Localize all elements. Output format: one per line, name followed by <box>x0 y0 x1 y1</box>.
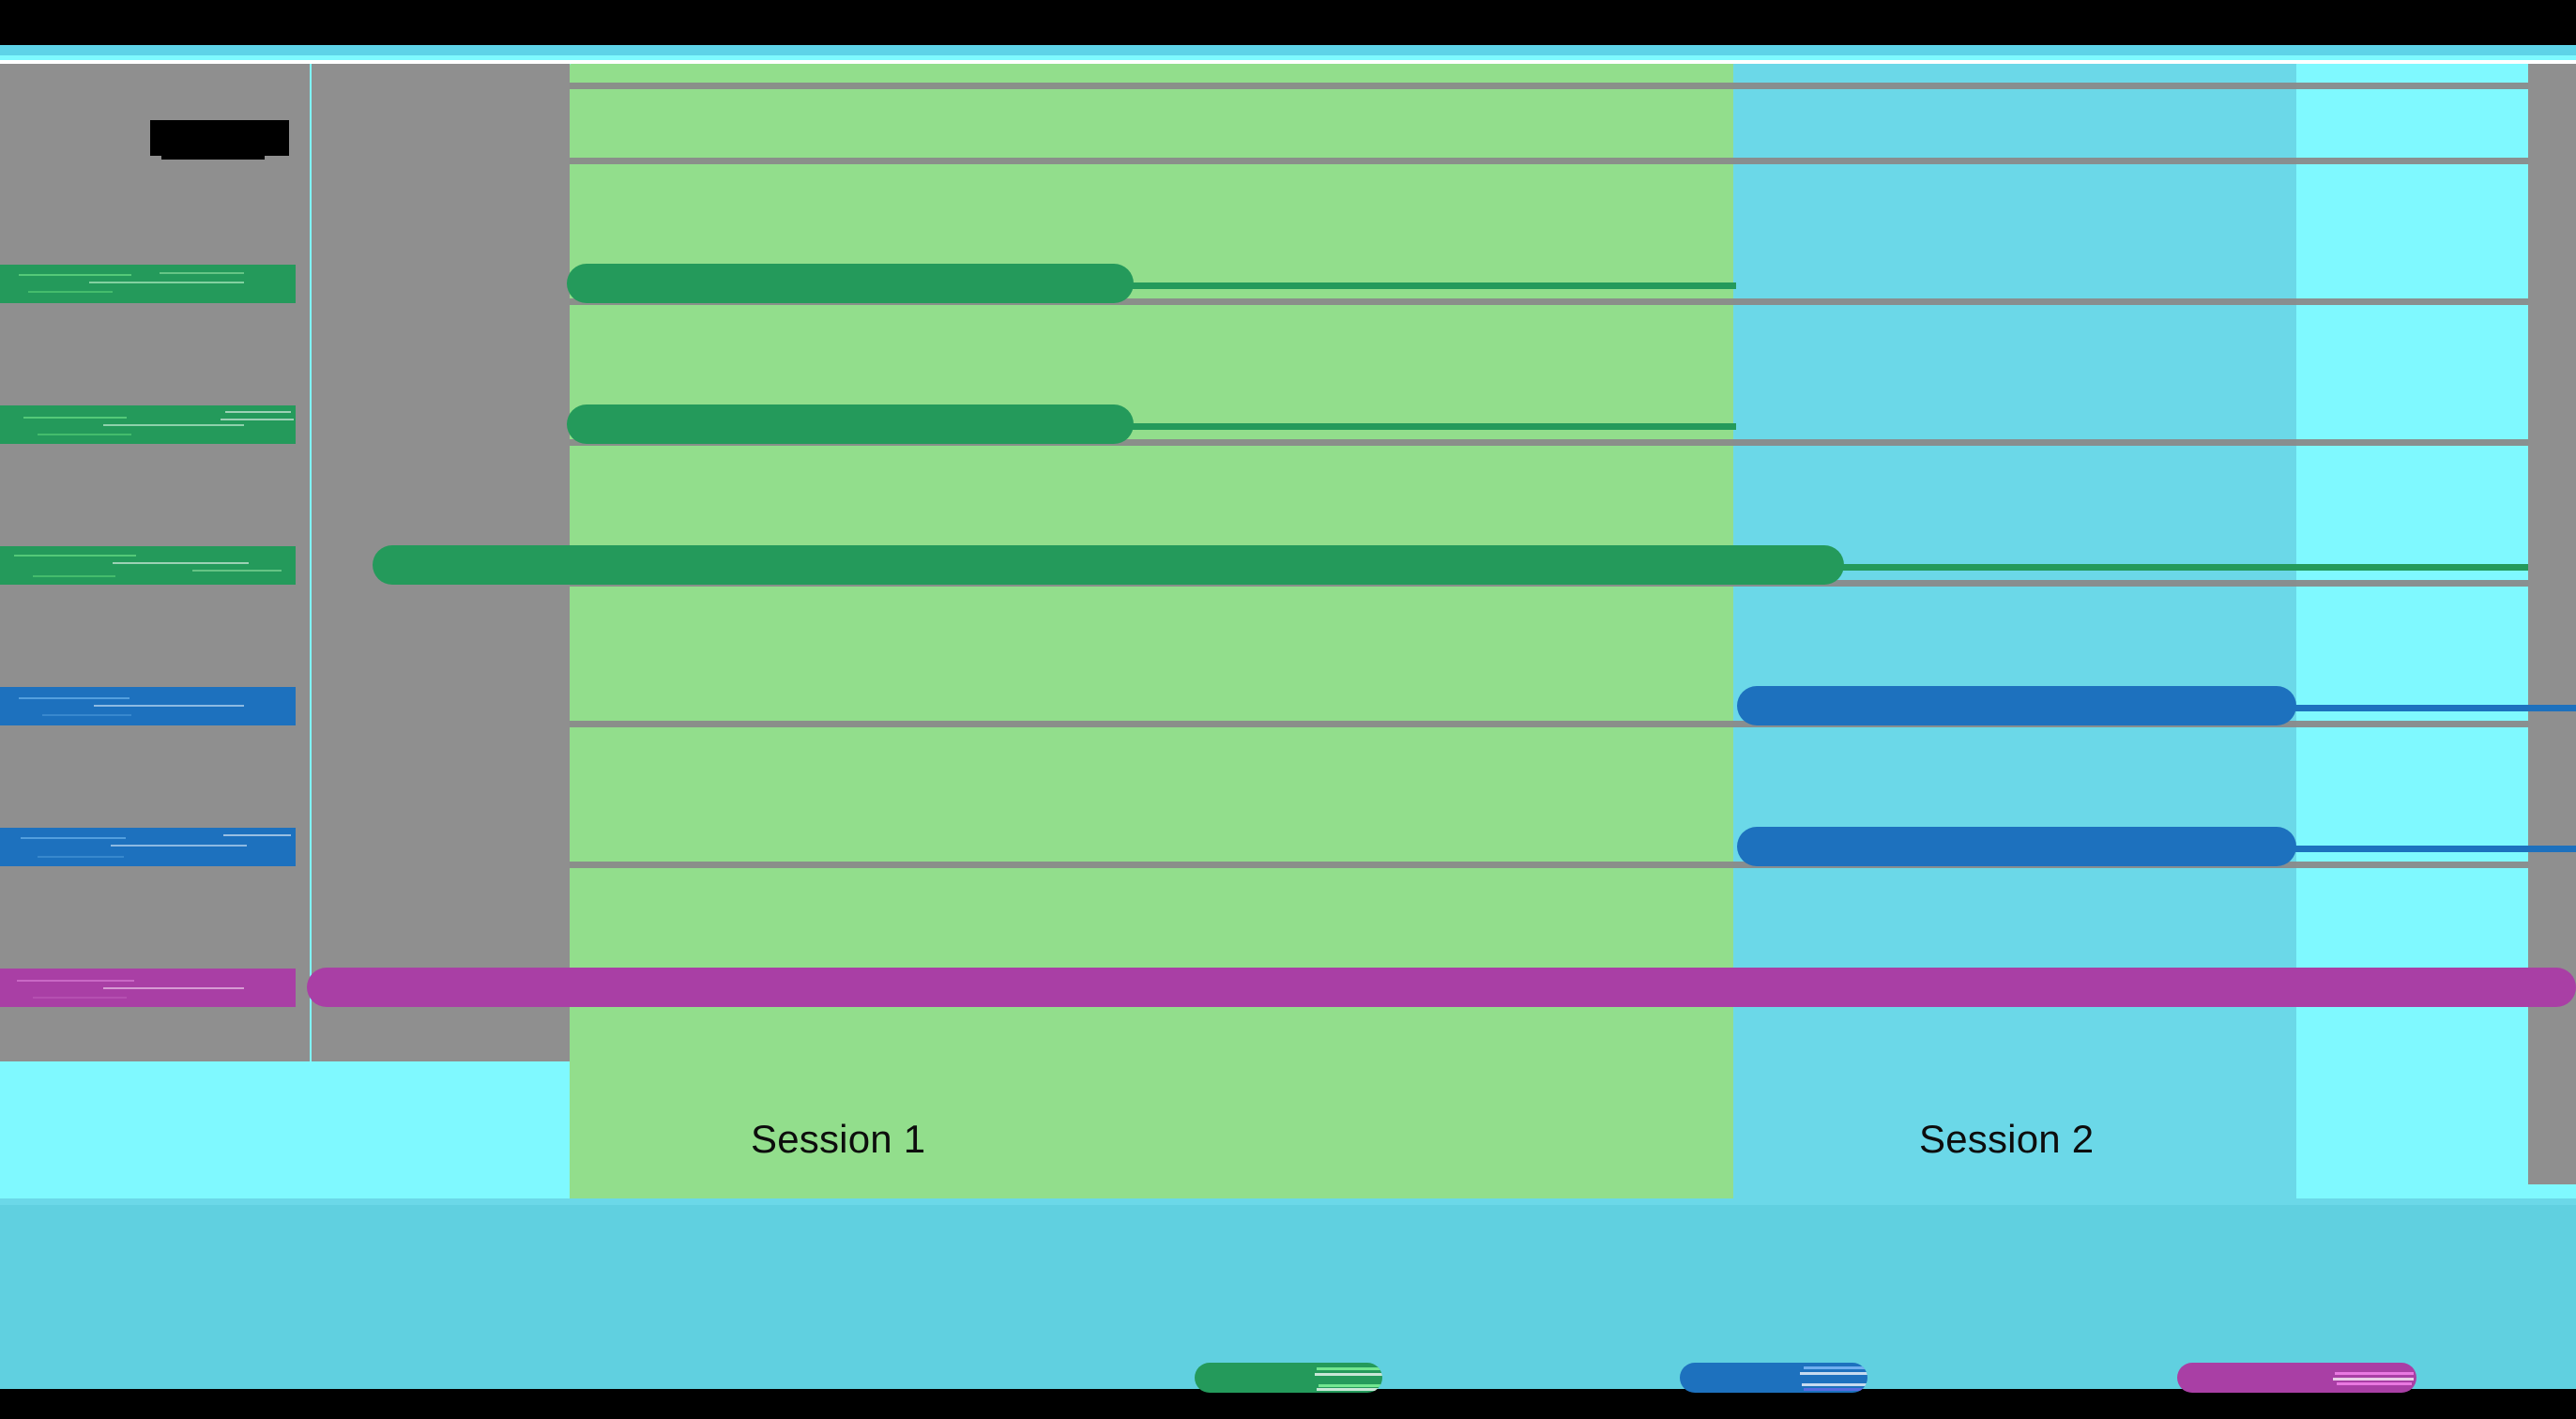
gantt-plot: Session 1 Session 2 <box>0 64 2576 1205</box>
y-tick-label-5-redacted <box>0 969 296 1007</box>
y-tick-label-1-redacted <box>0 405 296 444</box>
session-band-2-label: Session 2 <box>1919 1117 2095 1161</box>
gantt-bar-row-5[interactable] <box>307 968 2576 1007</box>
bar-tail-row-1 <box>1117 423 1736 430</box>
legend-item-2-redacted[interactable] <box>2177 1363 2416 1393</box>
legend-item-0-redacted[interactable] <box>1195 1363 1382 1393</box>
footer-band <box>0 1205 2576 1389</box>
bar-tail-row-3 <box>2280 705 2576 711</box>
chart-title-redacted <box>150 120 289 156</box>
bar-tail-row-4 <box>2280 846 2576 852</box>
session-band-1 <box>570 64 1733 1201</box>
top-accent-strip <box>0 45 2576 55</box>
right-margin-panel <box>2528 64 2576 1184</box>
footer-hairline <box>0 1198 2576 1205</box>
gridline-row-1 <box>570 298 2528 305</box>
legend-bar <box>0 1389 2576 1419</box>
gantt-bar-row-1[interactable] <box>567 404 1134 444</box>
gantt-bar-row-4[interactable] <box>1737 827 2296 866</box>
gridline-row-0 <box>570 158 2528 164</box>
gantt-bar-row-3[interactable] <box>1737 686 2296 725</box>
y-tick-label-4-redacted <box>0 828 296 866</box>
gridline-row-5 <box>570 862 2528 868</box>
gantt-bar-row-2[interactable] <box>373 545 1844 585</box>
y-tick-label-2-redacted <box>0 546 296 585</box>
y-tick-label-3-redacted <box>0 687 296 725</box>
bar-tail-row-2 <box>1830 564 2528 571</box>
session-band-2 <box>1733 64 2296 1201</box>
gridline-top <box>570 83 2528 89</box>
gantt-bar-row-0[interactable] <box>567 264 1134 303</box>
top-highlight-strip <box>0 55 2576 60</box>
gridline-row-4 <box>570 721 2528 727</box>
session-band-1-label: Session 1 <box>751 1117 926 1161</box>
bar-tail-row-0 <box>1117 282 1736 289</box>
session-band-3 <box>2298 64 2528 1201</box>
legend-item-1-redacted[interactable] <box>1680 1363 1867 1393</box>
gridline-row-2 <box>570 439 2528 446</box>
top-white-strip <box>0 60 2576 64</box>
y-tick-label-0-redacted <box>0 265 296 303</box>
chart-title-redacted-tail <box>161 150 265 160</box>
